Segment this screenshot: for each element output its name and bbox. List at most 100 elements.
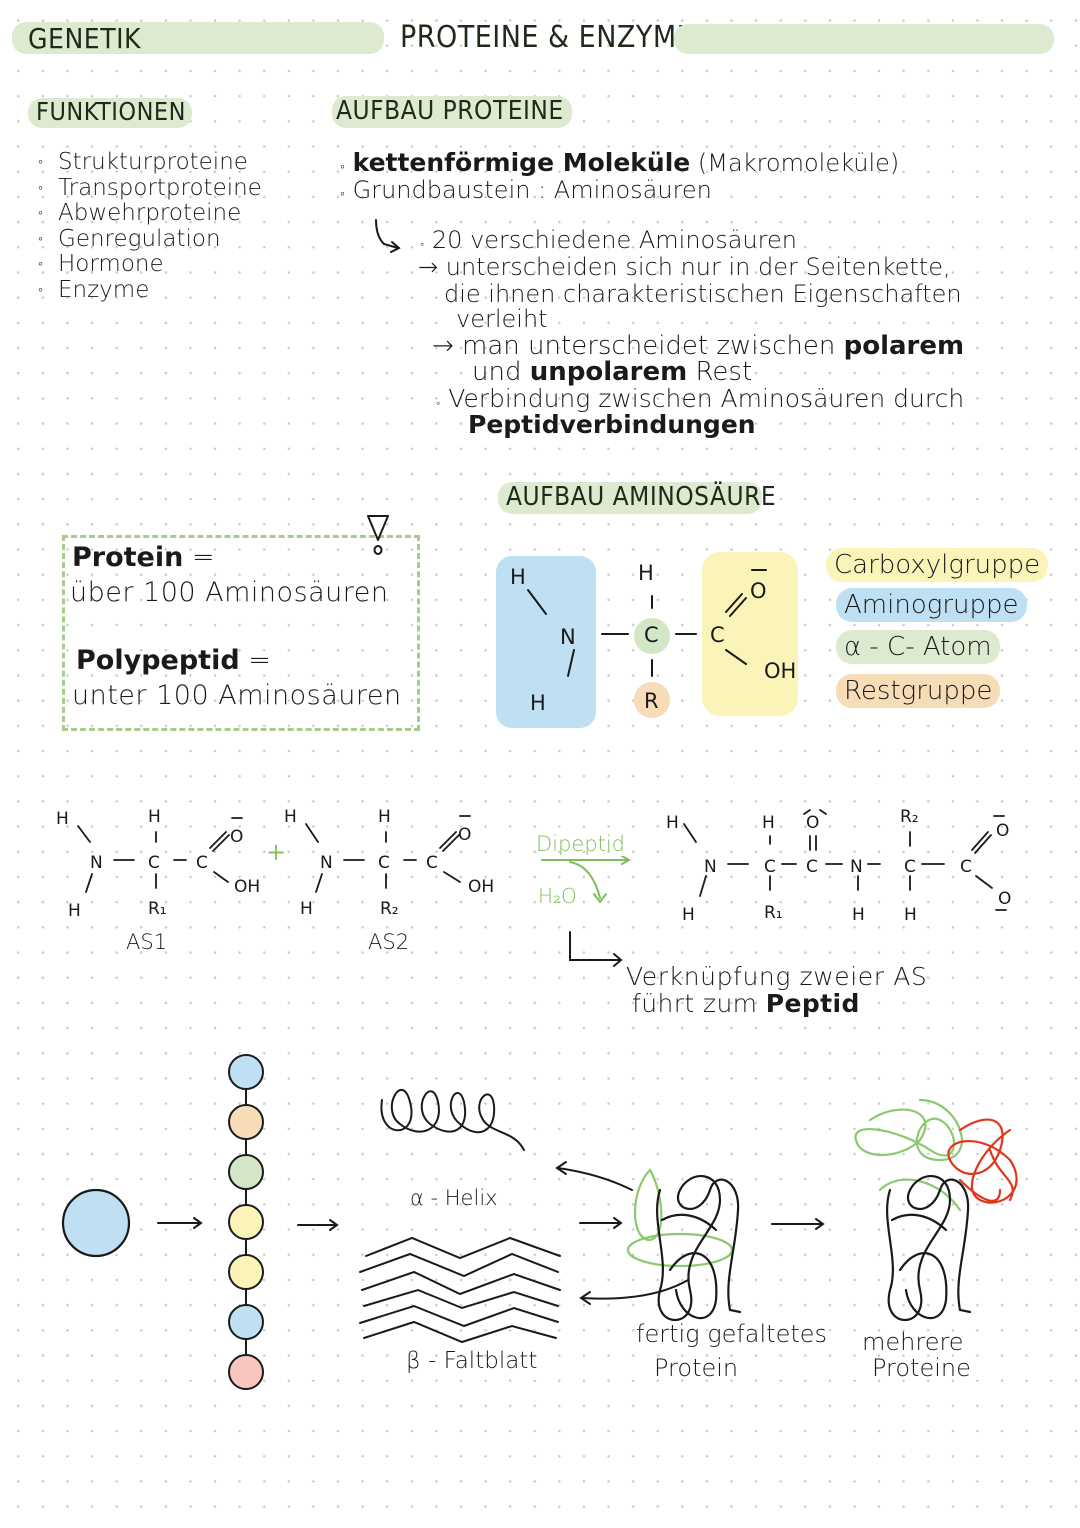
- multiple-proteins-label-1: mehrere: [862, 1328, 964, 1356]
- svg-text:H: H: [378, 807, 391, 827]
- arrow-icon: [579, 1279, 689, 1305]
- as2-label: AS2: [368, 930, 410, 954]
- structure-line-2: ◦ Grundbaustein : Aminosäuren: [340, 177, 712, 207]
- function-item: Abwehrproteine: [38, 200, 262, 227]
- folded-protein: [626, 1168, 742, 1322]
- atom-oh: OH: [764, 659, 796, 683]
- svg-text:H: H: [284, 807, 297, 827]
- amino-acid-chain: [228, 1054, 264, 1390]
- chain-bead: [228, 1254, 264, 1290]
- twenty-amino-acids-text: 20 verschiedene Aminosäuren: [431, 226, 797, 254]
- svg-text:H: H: [68, 901, 81, 921]
- structure-sub-4: ◦ Verbindung zwischen Aminosäuren durch: [436, 386, 964, 416]
- subject-label: GENETIK: [28, 22, 142, 55]
- dipeptide-structure: H N H H C O C N H C H R₂ R₁ C O O: [666, 807, 1011, 925]
- svg-text:C: C: [196, 853, 208, 873]
- amino-heading-highlight: [498, 482, 762, 514]
- alpha-carbon-highlight: [634, 618, 670, 654]
- legend-alpha-carbon: α - C- Atom: [836, 630, 1000, 664]
- macromolecules-note: (Makromoleküle): [690, 149, 900, 177]
- svg-text:N: N: [320, 853, 333, 873]
- arrow-icon: [771, 1218, 825, 1230]
- distinguish-text: → man unterscheidet zwischen: [432, 331, 844, 361]
- legend-carboxyl: Carboxylgruppe: [826, 548, 1049, 582]
- svg-text:O: O: [458, 825, 471, 845]
- arrow-icon: [297, 1219, 339, 1231]
- building-block-text: Grundbaustein : Aminosäuren: [352, 176, 712, 204]
- page-title: PROTEINE & ENZYME: [400, 20, 695, 55]
- folded-protein-label-1: fertig gefaltetes: [636, 1320, 828, 1348]
- atom-h: H: [530, 691, 546, 715]
- svg-text:N: N: [704, 857, 717, 877]
- as1-label: AS1: [126, 930, 168, 954]
- r1-label: R₁: [148, 899, 167, 919]
- svg-text:R₁: R₁: [764, 903, 783, 923]
- polar-term: polarem: [843, 331, 965, 361]
- amino-acid-2-structure: H N H H C C O OH R₂: [284, 807, 494, 919]
- chain-bead: [228, 1354, 264, 1390]
- structure-heading-highlight: [332, 96, 572, 128]
- chain-molecules-term: kettenförmige Moleküle: [352, 148, 691, 177]
- functions-heading: FUNKTIONEN: [36, 97, 186, 126]
- bullet-icon: ◦: [436, 396, 441, 410]
- protein-definition-term: Protein =: [72, 542, 215, 573]
- rest-text: Rest: [687, 357, 753, 387]
- equals-sign: =: [183, 542, 215, 573]
- chain-bead: [228, 1154, 264, 1190]
- arrow-icon: [157, 1217, 203, 1229]
- header-highlight-right: [674, 24, 1054, 54]
- function-item: Strukturproteine: [38, 149, 262, 176]
- structure-sub-2b: die ihnen charakteristischen Eigenschaft…: [444, 280, 962, 308]
- svg-text:H: H: [148, 807, 161, 827]
- svg-text:C: C: [148, 853, 160, 873]
- svg-text:H: H: [666, 813, 679, 833]
- atom-c-alpha: C: [644, 623, 659, 647]
- structure-sub-2a: → unterscheiden sich nur in der Seitenke…: [418, 253, 951, 281]
- atom-h: H: [638, 561, 654, 585]
- svg-text:C: C: [378, 853, 390, 873]
- protein-definition-text: über 100 Aminosäuren: [70, 577, 389, 608]
- equals-sign: =: [239, 645, 271, 676]
- polypeptide-definition-text: unter 100 Aminosäuren: [72, 680, 402, 711]
- nonpolar-term: unpolarem: [529, 357, 688, 387]
- chain-bead: [228, 1304, 264, 1340]
- function-item: Enzyme: [38, 277, 262, 304]
- atom-c-carboxyl: C: [710, 623, 725, 647]
- legend-rest: Restgruppe: [836, 674, 1001, 708]
- bullet-icon: ◦: [420, 237, 425, 251]
- svg-text:H: H: [904, 905, 917, 925]
- protein-term: Protein: [72, 542, 184, 573]
- bullet-icon: ◦: [340, 159, 345, 175]
- peptide-bonds-term: Peptidverbindungen: [468, 410, 756, 439]
- function-item: Hormone: [38, 251, 262, 278]
- svg-text:OH: OH: [468, 877, 494, 897]
- amino-acid-circle: [61, 1188, 131, 1258]
- folded-protein-label-2: Protein: [654, 1354, 739, 1382]
- polypeptide-definition-term: Polypeptid =: [76, 645, 271, 676]
- helix-icon: [380, 1088, 525, 1151]
- header-highlight-left: [12, 22, 384, 54]
- svg-text:C: C: [960, 857, 972, 877]
- svg-text:O: O: [806, 813, 819, 833]
- svg-text:C: C: [764, 857, 776, 877]
- definition-box: [62, 535, 420, 731]
- svg-text:C: C: [426, 853, 438, 873]
- and-text: und: [472, 357, 530, 387]
- polypeptide-term: Polypeptid: [76, 645, 240, 676]
- svg-text:C: C: [904, 857, 916, 877]
- structure-sub-3: → man unterscheidet zwischen polarem: [432, 333, 964, 359]
- sheet-icon: [359, 1236, 561, 1344]
- atom-h: H: [510, 565, 526, 589]
- amino-acid-1-structure: H N H H C C O OH R₁: [56, 807, 260, 921]
- svg-text:H: H: [682, 905, 695, 925]
- svg-text:N: N: [850, 857, 863, 877]
- leads-to-text: führt zum: [632, 989, 766, 1018]
- svg-text:O: O: [998, 889, 1011, 909]
- svg-text:OH: OH: [234, 877, 260, 897]
- amino-acid-heading: AUFBAU AMINOSÄURE: [506, 482, 777, 512]
- structure-sub-1: ◦ 20 verschiedene Aminosäuren: [420, 227, 797, 257]
- function-item: Transportproteine: [38, 175, 262, 202]
- atom-n: N: [560, 625, 576, 649]
- chain-bead: [228, 1104, 264, 1140]
- svg-text:R₂: R₂: [900, 807, 919, 827]
